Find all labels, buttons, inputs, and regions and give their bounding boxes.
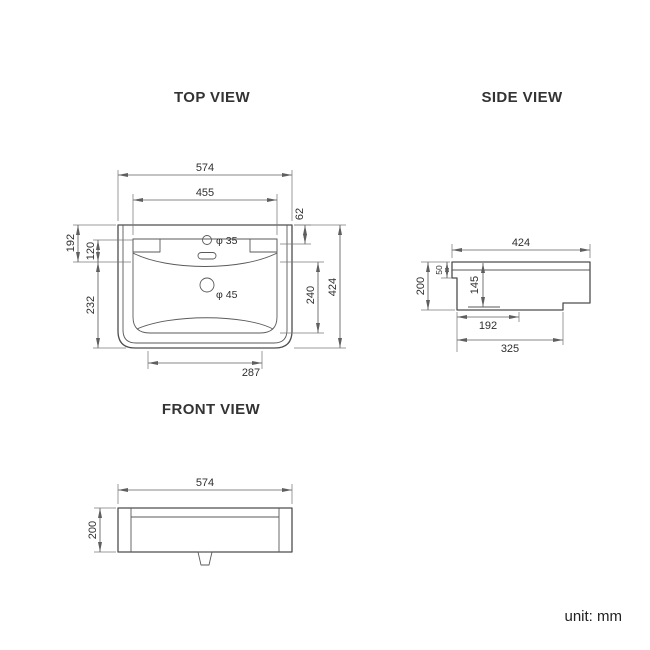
dim-top-bottom-width: 287 <box>147 351 263 379</box>
side-view-outline <box>451 261 591 311</box>
dim-side-rim-lip: 50 <box>434 262 452 279</box>
faucet-hole <box>202 235 212 245</box>
dim-text: 50 <box>434 265 444 275</box>
dim-text: 574 <box>196 477 214 489</box>
dim-text: 325 <box>501 343 519 355</box>
dim-text: 574 <box>196 162 214 174</box>
top-view-title: TOP VIEW <box>174 89 250 106</box>
top-view-outline: φ 35 φ 45 <box>117 224 293 349</box>
deck-recess-left <box>132 238 161 253</box>
waste-outlet <box>197 551 213 566</box>
dim-text: 287 <box>242 367 260 379</box>
dim-front-overall-width: 574 <box>117 477 293 504</box>
dim-text: 232 <box>85 296 97 314</box>
drain-hole-label: φ 45 <box>216 289 238 301</box>
dim-text: 120 <box>85 242 97 260</box>
dim-text: 192 <box>65 234 77 252</box>
dim-side-bottom-depth: 325 <box>457 312 564 355</box>
basin-back-curve <box>132 252 278 267</box>
dim-text: 62 <box>294 208 306 220</box>
sink-rim-inner-edge <box>122 225 288 344</box>
front-view-title: FRONT VIEW <box>162 401 261 418</box>
dim-side-overall-depth: 424 <box>451 237 591 258</box>
dim-top-front-depth: 232 <box>85 262 126 349</box>
dim-text: 200 <box>87 521 99 539</box>
dim-side-basin-inner-height: 145 <box>469 263 485 307</box>
dim-side-overall-height: 200 <box>415 261 455 311</box>
unit-label: unit: mm <box>564 608 622 625</box>
dim-text: 200 <box>415 277 427 295</box>
overflow-slot <box>197 252 217 260</box>
drain-hole <box>199 277 215 293</box>
dim-top-back-depth: 192 <box>65 224 131 263</box>
sink-profile <box>451 261 591 311</box>
sink-outer-edge <box>117 224 293 349</box>
faucet-hole-label: φ 35 <box>216 235 238 247</box>
basin-edge <box>132 238 278 334</box>
dim-text: 192 <box>479 320 497 332</box>
dim-top-deck-depth: 120 <box>85 239 133 262</box>
side-view: 424 200 50 145 192 <box>415 237 591 355</box>
deck-recess-right <box>249 238 278 253</box>
front-view: 574 200 <box>87 477 293 566</box>
dim-top-overall-depth: 424 <box>294 224 346 349</box>
dim-text: 240 <box>305 286 317 304</box>
sink-front-body <box>117 507 293 553</box>
dim-side-bottom-back-depth: 192 <box>456 312 520 352</box>
basin-front-curve <box>136 317 274 330</box>
dim-text: 455 <box>196 187 214 199</box>
dim-text: 424 <box>512 237 530 249</box>
dim-top-rim-offset: 62 <box>280 208 311 245</box>
dim-front-overall-height: 200 <box>87 507 116 553</box>
side-view-title: SIDE VIEW <box>481 89 563 106</box>
front-view-outline <box>117 507 293 566</box>
dim-text: 145 <box>469 276 481 294</box>
top-view: φ 35 φ 45 574 455 62 1 <box>65 162 346 379</box>
dim-top-basin-depth: 240 <box>280 261 324 334</box>
dim-top-overall-width: 574 <box>117 162 293 221</box>
dim-text: 424 <box>327 278 339 296</box>
dim-top-basin-width: 455 <box>132 187 278 235</box>
